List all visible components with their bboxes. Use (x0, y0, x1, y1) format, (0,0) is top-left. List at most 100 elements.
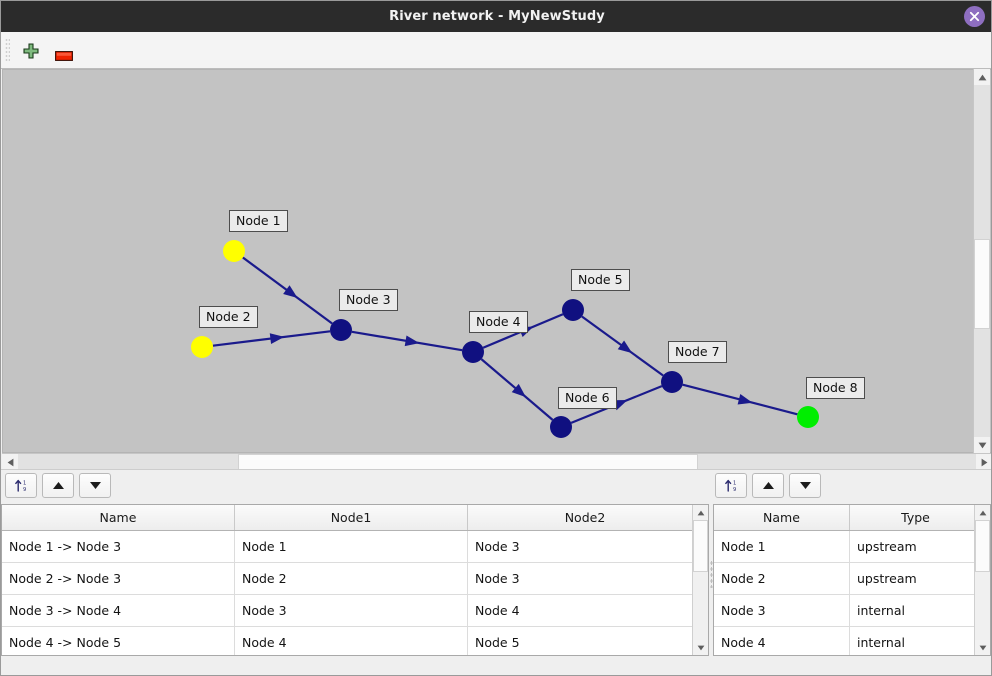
vertical-splitter-grip[interactable] (710, 560, 713, 588)
table-cell[interactable]: Node 4 (234, 626, 468, 655)
graph-node-node2[interactable] (191, 336, 213, 358)
table-cell[interactable]: Node 4 (467, 594, 703, 627)
column-header-type[interactable]: Type (849, 505, 982, 531)
nodes-scroll-down-icon[interactable] (975, 640, 990, 655)
nodes-table-scrollbar[interactable] (974, 505, 990, 655)
nodes-scroll-up-icon[interactable] (975, 505, 990, 520)
main-toolbar (1, 32, 991, 69)
column-header-node2[interactable]: Node2 (467, 505, 703, 531)
column-header-node1[interactable]: Node1 (234, 505, 468, 531)
table-cell[interactable]: Node 4 (714, 626, 850, 655)
reaches-scroll-up-icon[interactable] (693, 505, 708, 520)
column-header-name[interactable]: Name (714, 505, 850, 531)
graph-node-node3[interactable] (330, 319, 352, 341)
graph-node-node4[interactable] (462, 341, 484, 363)
graph-node-label-node3[interactable]: Node 3 (339, 289, 398, 311)
canvas-vscroll-thumb[interactable] (974, 239, 990, 329)
nodes-sort-button[interactable]: 1 9 (715, 473, 747, 498)
reaches-table-scrollbar[interactable] (692, 505, 708, 655)
table-cell[interactable]: Node 3 (467, 530, 703, 563)
vertical-splitter[interactable] (709, 471, 713, 675)
column-header-name[interactable]: Name (2, 505, 235, 531)
graph-node-node7[interactable] (661, 371, 683, 393)
edge-arrow-icon (283, 285, 298, 298)
graph-node-node1[interactable] (223, 240, 245, 262)
graph-node-label-node1[interactable]: Node 1 (229, 210, 288, 232)
network-canvas[interactable]: Node 1 Node 2 Node 3 Node 4 Node 5 Node 6 Node… (2, 69, 992, 453)
scroll-right-arrow-icon[interactable] (976, 454, 991, 470)
graph-node-label-node5[interactable]: Node 5 (571, 269, 630, 291)
canvas-horizontal-scrollbar[interactable] (1, 453, 991, 471)
graph-node-label-node4[interactable]: Node 4 (469, 311, 528, 333)
table-cell[interactable]: internal (849, 594, 982, 627)
table-cell[interactable]: Node 2 (234, 562, 468, 595)
graph-node-node8[interactable] (797, 406, 819, 428)
reaches-move-down-button[interactable] (79, 473, 111, 498)
edge-arrow-icon (404, 335, 420, 347)
table-cell[interactable]: Node 2 -> Node 3 (2, 562, 235, 595)
window-title: River network - MyNewStudy (389, 9, 605, 24)
scroll-down-arrow-icon[interactable] (974, 437, 990, 453)
canvas-hscroll-thumb[interactable] (238, 454, 698, 470)
svg-text:9: 9 (733, 487, 736, 493)
nodes-scroll-thumb[interactable] (975, 520, 990, 572)
graph-node-label-node8[interactable]: Node 8 (806, 377, 865, 399)
graph-node-node5[interactable] (562, 299, 584, 321)
canvas-vertical-scrollbar[interactable] (973, 69, 990, 453)
table-cell[interactable]: Node 1 -> Node 3 (2, 530, 235, 563)
graph-node-label-node2[interactable]: Node 2 (199, 306, 258, 328)
table-cell[interactable]: Node 3 (467, 562, 703, 595)
delete-rect-icon[interactable] (55, 46, 73, 61)
reaches-move-up-button[interactable] (42, 473, 74, 498)
table-cell[interactable]: Node 1 (714, 530, 850, 563)
nodes-move-down-button[interactable] (789, 473, 821, 498)
table-cell[interactable]: internal (849, 626, 982, 655)
svg-text:9: 9 (23, 487, 26, 493)
graph-node-label-node6[interactable]: Node 6 (558, 387, 617, 409)
network-graph[interactable] (3, 70, 992, 453)
edge-layer (212, 256, 798, 424)
graph-node-node6[interactable] (550, 416, 572, 438)
reaches-scroll-down-icon[interactable] (693, 640, 708, 655)
table-cell[interactable]: upstream (849, 562, 982, 595)
toolbar-grip[interactable] (5, 38, 10, 62)
scroll-up-arrow-icon[interactable] (974, 69, 990, 85)
close-icon[interactable] (964, 6, 985, 27)
table-cell[interactable]: Node 3 (234, 594, 468, 627)
table-cell[interactable]: Node 4 -> Node 5 (2, 626, 235, 655)
table-cell[interactable]: upstream (849, 530, 982, 563)
edge-arrow-icon (269, 333, 285, 344)
reaches-sort-button[interactable]: 1 9 (5, 473, 37, 498)
scroll-left-arrow-icon[interactable] (2, 454, 18, 470)
edge-arrow-icon (737, 394, 753, 405)
graph-node-label-node7[interactable]: Node 7 (668, 341, 727, 363)
table-cell[interactable]: Node 3 (714, 594, 850, 627)
reaches-scroll-thumb[interactable] (693, 520, 708, 572)
title-bar: River network - MyNewStudy (1, 1, 991, 33)
edge-arrow-icon (617, 340, 633, 354)
table-cell[interactable]: Node 2 (714, 562, 850, 595)
nodes-move-up-button[interactable] (752, 473, 784, 498)
table-cell[interactable]: Node 5 (467, 626, 703, 655)
table-cell[interactable]: Node 1 (234, 530, 468, 563)
node-layer (191, 240, 819, 438)
add-plus-icon[interactable] (23, 43, 39, 59)
table-cell[interactable]: Node 3 -> Node 4 (2, 594, 235, 627)
